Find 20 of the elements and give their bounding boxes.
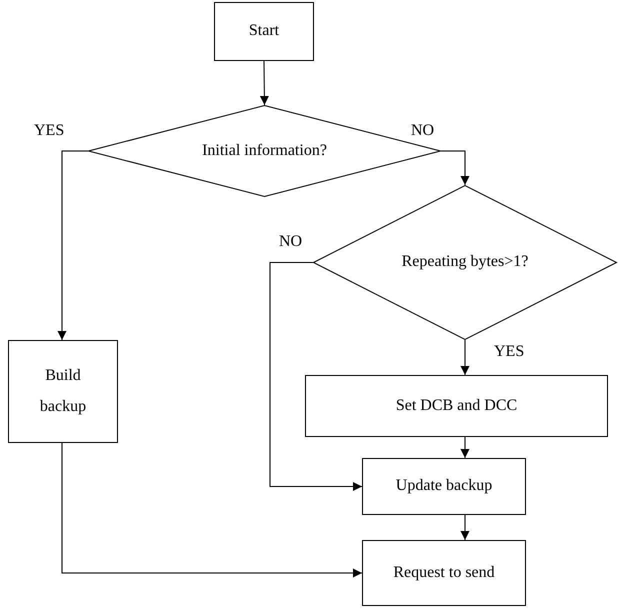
arrow	[460, 340, 470, 376]
process-box	[362, 540, 526, 606]
node-label: Build backup	[38, 366, 88, 416]
node-label: Request to send	[392, 562, 496, 583]
process-box	[214, 2, 314, 61]
node-label: Set DCB and DCC	[394, 396, 518, 416]
node-label: Start	[248, 21, 280, 42]
arrow	[62, 442, 362, 578]
arrow	[440, 150, 470, 186]
process-box	[305, 375, 608, 437]
process-box	[362, 458, 526, 515]
process-box	[8, 340, 118, 443]
arrow	[58, 150, 88, 340]
arrow	[270, 262, 362, 491]
arrow	[460, 436, 470, 458]
node-label: Repeating bytes>1?	[400, 252, 530, 272]
arrow	[460, 514, 470, 540]
node-label: Update backup	[394, 476, 494, 496]
arrow	[260, 60, 269, 106]
node-label: Initial information?	[201, 140, 328, 161]
